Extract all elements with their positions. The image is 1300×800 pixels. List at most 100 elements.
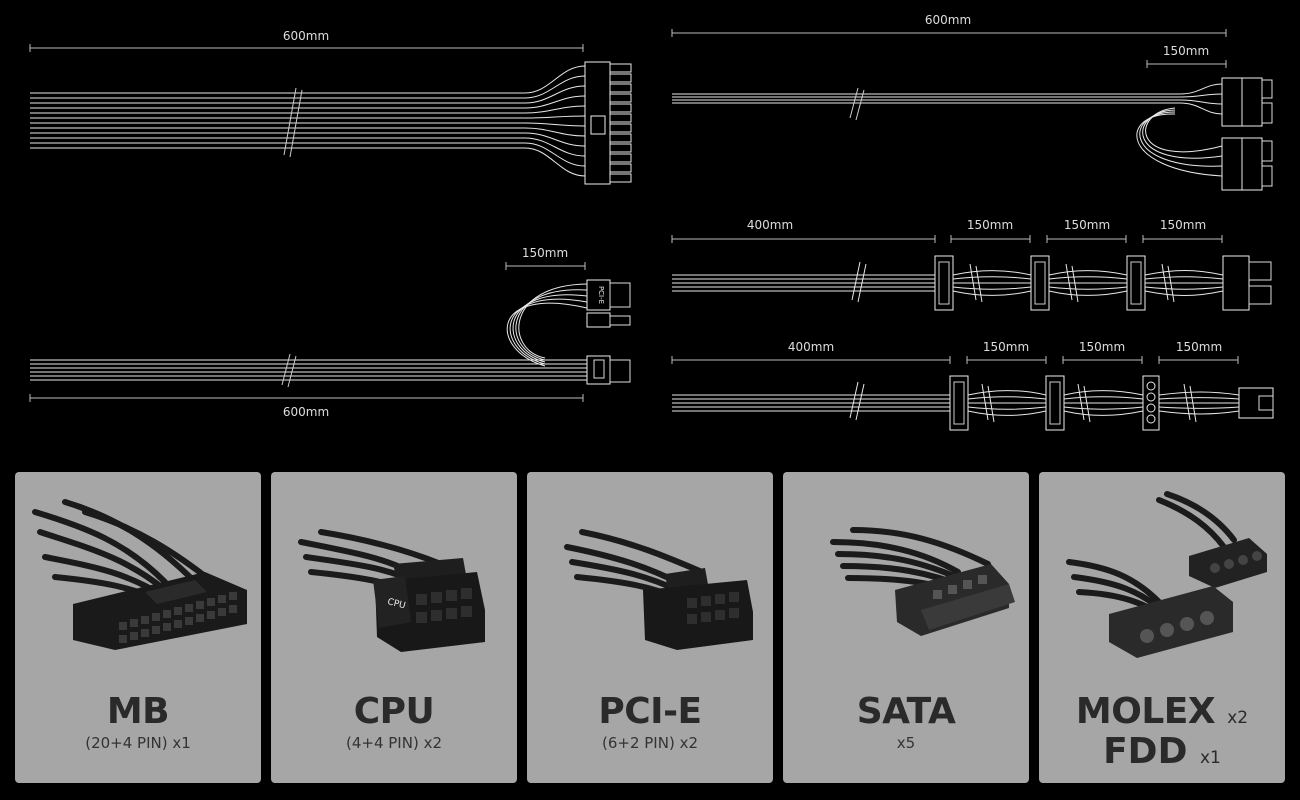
mb-wire: [30, 105, 586, 114]
molex-wire: [1158, 391, 1240, 396]
cpu-subtitle: (4+4 PIN) x2: [345, 734, 442, 752]
sata-wire: [952, 286, 1032, 290]
sata-wire: [1144, 276, 1224, 280]
sata-wire: [1048, 290, 1128, 296]
sata-subtitle: x5: [896, 734, 916, 752]
molex-wire: [1063, 396, 1144, 400]
molex-cable: 400mm 150mm 150mm 150mm: [671, 340, 1274, 431]
mb-pin: [609, 133, 632, 143]
mb-wire: [30, 137, 586, 157]
break-mark: [851, 261, 861, 301]
break-mark: [1189, 385, 1197, 423]
mb-wire: [30, 95, 586, 109]
mb-wire: [30, 65, 586, 94]
mb-wire: [30, 122, 586, 127]
molex-seg3-label: 150mm: [1176, 340, 1222, 354]
mb-cable: 600mm: [29, 29, 632, 185]
sata-wire: [952, 270, 1032, 276]
molex-title: MOLEX x2: [1039, 690, 1285, 740]
mb-pin: [609, 83, 632, 93]
sata-lead-label: 400mm: [747, 218, 793, 232]
mb-wire: [30, 132, 586, 147]
cpu-wire: [672, 93, 1223, 98]
cpu-cable: 600mm 150mm: [671, 13, 1273, 191]
sata-wire: [1144, 270, 1224, 276]
cpu-wire: [1136, 113, 1223, 177]
pcie-title: PCI-E: [598, 691, 702, 732]
molex-wire: [1063, 406, 1144, 410]
sata-title: SATA: [856, 691, 956, 732]
molex-card: MOLEX x2 FDD x1: [1039, 472, 1285, 783]
break-mark: [849, 381, 859, 419]
molex-lead-label: 400mm: [788, 340, 834, 354]
sata-card: SATA x5: [783, 472, 1029, 783]
mb-pin: [609, 63, 632, 73]
cpu-wire: [672, 83, 1223, 95]
mb-card: MB (20+4 PIN) x1: [15, 472, 261, 783]
break-mark: [1167, 265, 1175, 303]
cpu-wire: [1142, 109, 1223, 159]
sata-cable: 400mm 150mm 150mm 150mm: [671, 218, 1272, 423]
mb-pin: [609, 123, 632, 133]
pcie-length-label: 600mm: [283, 405, 329, 419]
mb-wire: [30, 127, 586, 137]
cpu-length-label: 600mm: [925, 13, 971, 27]
cpu-wire: [1145, 107, 1223, 153]
cpu-connector-label: CPU: [386, 597, 406, 611]
break-mark: [975, 265, 983, 303]
mb-pin: [609, 113, 632, 123]
pcie-wire: [509, 298, 588, 365]
mb-pin: [609, 173, 632, 183]
molex-wire: [967, 396, 1047, 400]
break-mark: [1161, 263, 1169, 301]
pcie-connector-label: PCI-E: [597, 286, 605, 304]
break-mark: [1183, 383, 1191, 421]
break-mark: [1065, 263, 1073, 301]
fdd-count: x1: [1200, 748, 1221, 768]
molex-wire: [1158, 410, 1240, 415]
mb-pin: [609, 143, 632, 153]
mb-wire: [30, 142, 586, 167]
sata-seg1-label: 150mm: [967, 218, 1013, 232]
molex-wire: [1158, 397, 1240, 400]
cpu-title: CPU: [353, 691, 435, 732]
mb-connector-photo: [32, 499, 247, 650]
mb-length-label: 600mm: [283, 29, 329, 43]
fdd-title: FDD x1: [1039, 730, 1285, 780]
cpu-wire: [1139, 111, 1223, 167]
mb-pin: [609, 93, 632, 103]
mb-wire: [30, 85, 586, 104]
sata-wire: [1048, 270, 1128, 276]
sata-wire: [1144, 290, 1224, 296]
molex-wire: [967, 390, 1047, 396]
sata-wire: [952, 290, 1032, 296]
mb-pin: [609, 163, 632, 173]
pcie-cable: 150mm PCI-E 600mm: [29, 246, 631, 419]
cpu-wire: [672, 102, 1223, 115]
molex-wire: [1063, 410, 1144, 416]
sata-seg2-label: 150mm: [1064, 218, 1110, 232]
pcie-wire: [506, 302, 588, 367]
cpu-branch-label: 150mm: [1163, 44, 1209, 58]
cpu-card: CPU CPU (4+4 PIN) x2: [271, 472, 517, 783]
molex-wire: [1158, 406, 1240, 409]
molex-wire: [1063, 390, 1144, 396]
break-mark: [1071, 265, 1079, 303]
pcie-wire: [512, 294, 588, 363]
mb-wire: [30, 115, 586, 119]
sata-seg3-label: 150mm: [1160, 218, 1206, 232]
cpu-connector-photo: CPU: [298, 529, 485, 652]
mb-pin: [609, 153, 632, 163]
mb-subtitle: (20+4 PIN) x1: [85, 734, 191, 752]
pcie-card: PCI-E (6+2 PIN) x2: [527, 472, 773, 783]
break-mark: [857, 263, 867, 303]
molex-title-text: MOLEX: [1075, 691, 1216, 732]
fdd-title-text: FDD: [1103, 731, 1188, 772]
molex-seg1-label: 150mm: [983, 340, 1029, 354]
pcie-branch-label: 150mm: [522, 246, 568, 260]
pcie-wire: [515, 289, 588, 361]
mb-pin: [609, 73, 632, 83]
sata-wire: [1144, 286, 1224, 290]
pcie-connector-photo: [564, 529, 753, 650]
sata-connector-photo: [830, 527, 1015, 636]
